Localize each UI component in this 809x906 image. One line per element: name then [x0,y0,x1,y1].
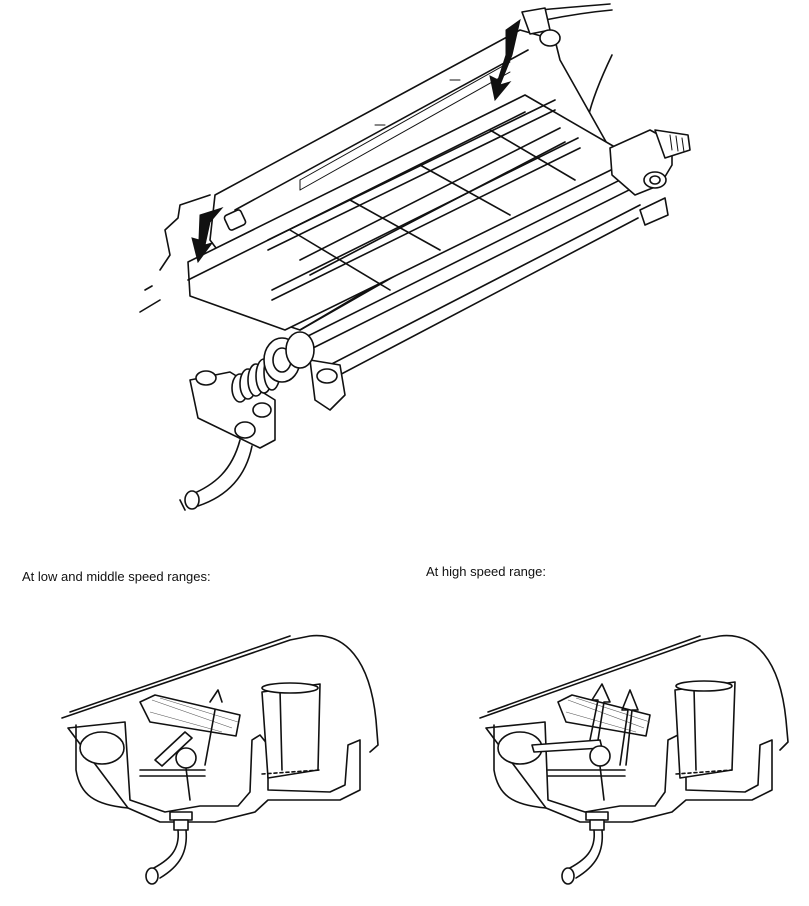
valve-assembly-illustration [139,3,691,511]
spring [231,331,315,403]
caption-low-middle-speed: At low and middle speed ranges: [22,569,211,584]
caption-high-speed: At high speed range: [426,564,546,579]
